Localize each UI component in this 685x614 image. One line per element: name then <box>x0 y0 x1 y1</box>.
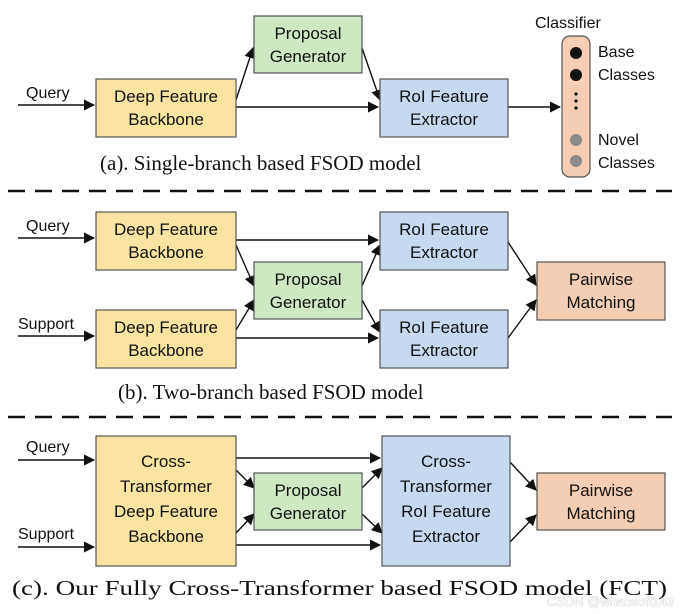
caption-a: (a). Single-branch based FSOD model <box>100 151 422 175</box>
arrow-proposal-to-roi-bottom-b <box>361 299 381 333</box>
arrow-proposal-to-roi-top-b <box>361 243 382 287</box>
base-class-dot-2 <box>570 69 582 81</box>
roi-a-line1: RoI Feature <box>399 87 489 106</box>
pairwise-matching-b: Pairwise Matching <box>536 261 666 321</box>
roi-feature-extractor-bottom-b: RoI Feature Extractor <box>379 309 509 369</box>
backbone-q-b-line2: Backbone <box>128 243 204 262</box>
panel-a-connectors <box>18 46 562 113</box>
cross-transformer-roi-extractor-c: Cross- Transformer RoI Feature Extractor <box>381 435 511 567</box>
arrow-backbone-to-proposal-top-c <box>235 469 255 489</box>
arrow-roi-bottom-to-matching-c <box>509 514 537 543</box>
backbone-c-line1: Cross- <box>141 452 191 471</box>
ellipsis-dot-1 <box>574 92 578 96</box>
ellipsis-dot-2 <box>574 99 578 103</box>
arrow-roi-top-to-matching-b <box>507 241 537 286</box>
support-label-c: Support <box>18 526 75 543</box>
ellipsis-dot-3 <box>574 106 578 110</box>
arrow-backbone-s-to-proposal-b <box>235 299 255 331</box>
watermark: CSDN @whaosoft143 <box>547 594 674 609</box>
roi-c-line1: Cross- <box>421 452 471 471</box>
roi-top-b-line1: RoI Feature <box>399 220 489 239</box>
backbone-c-line3: Deep Feature <box>114 502 218 521</box>
roi-bottom-b-line1: RoI Feature <box>399 318 489 337</box>
proposal-generator-c: Proposal Generator <box>253 472 363 531</box>
panel-a: Query Deep Feature Backbone Proposal Gen… <box>18 15 655 178</box>
matching-c-line1: Pairwise <box>569 481 633 500</box>
arrow-proposal-to-roi-bottom-c <box>361 513 383 534</box>
query-label-c: Query <box>26 439 70 456</box>
base-class-dot-1 <box>570 47 582 59</box>
matching-b-line1: Pairwise <box>569 270 633 289</box>
arrow-roi-bottom-to-matching-b <box>507 299 537 339</box>
proposal-a-line1: Proposal <box>274 24 341 43</box>
arrow-backbone-to-proposal-a <box>235 46 256 101</box>
classifier-title: Classifier <box>535 15 601 32</box>
support-label-b: Support <box>18 316 75 333</box>
cross-transformer-backbone-c: Cross- Transformer Deep Feature Backbone <box>95 435 237 567</box>
arrow-proposal-to-roi-top-c <box>361 467 383 489</box>
roi-feature-extractor-a: RoI Feature Extractor <box>379 78 509 138</box>
backbone-c-line4: Backbone <box>128 527 204 546</box>
deep-feature-backbone-query-b: Deep Feature Backbone <box>95 211 237 271</box>
novel-label-line1: Novel <box>598 132 639 149</box>
query-label-a: Query <box>26 85 70 102</box>
query-label-b: Query <box>26 218 70 235</box>
backbone-a-line2: Backbone <box>128 110 204 129</box>
roi-c-line3: RoI Feature <box>401 502 491 521</box>
arrow-backbone-q-to-proposal-b <box>235 244 256 288</box>
matching-b-line2: Matching <box>567 293 636 312</box>
backbone-s-b-line2: Backbone <box>128 341 204 360</box>
novel-class-dot-1 <box>570 134 582 146</box>
panel-b-connectors <box>18 232 537 344</box>
roi-bottom-b-line2: Extractor <box>410 341 478 360</box>
caption-b: (b). Two-branch based FSOD model <box>118 380 424 404</box>
arrow-backbone-to-proposal-bottom-c <box>235 513 255 534</box>
backbone-c-line2: Transformer <box>120 477 212 496</box>
pairwise-matching-c: Pairwise Matching <box>536 472 666 531</box>
roi-c-line2: Transformer <box>400 477 492 496</box>
deep-feature-backbone-a: Deep Feature Backbone <box>95 78 237 138</box>
deep-feature-backbone-support-b: Deep Feature Backbone <box>95 309 237 369</box>
panel-c-connectors <box>18 452 537 553</box>
proposal-b-line2: Generator <box>270 293 347 312</box>
roi-feature-extractor-top-b: RoI Feature Extractor <box>379 211 509 271</box>
backbone-s-b-line1: Deep Feature <box>114 318 218 337</box>
arrow-proposal-to-roi-a <box>361 47 382 102</box>
panel-b: Query Support Deep Feature Backbone Deep… <box>18 211 666 404</box>
novel-label-line2: Classes <box>598 155 655 172</box>
classifier-column <box>561 35 591 178</box>
novel-class-dot-2 <box>570 155 582 167</box>
base-label-line1: Base <box>598 44 635 61</box>
arrow-roi-top-to-matching-c <box>509 461 537 491</box>
proposal-generator-b: Proposal Generator <box>253 261 363 320</box>
panel-c: Query Support Cross- Transformer Deep Fe… <box>12 435 667 600</box>
roi-a-line2: Extractor <box>410 110 478 129</box>
roi-top-b-line2: Extractor <box>410 243 478 262</box>
proposal-c-line2: Generator <box>270 504 347 523</box>
proposal-b-line1: Proposal <box>274 270 341 289</box>
proposal-generator-a: Proposal Generator <box>253 15 363 74</box>
base-label-line2: Classes <box>598 67 655 84</box>
proposal-c-line1: Proposal <box>274 481 341 500</box>
roi-c-line4: Extractor <box>412 527 480 546</box>
proposal-a-line2: Generator <box>270 47 347 66</box>
backbone-q-b-line1: Deep Feature <box>114 220 218 239</box>
matching-c-line2: Matching <box>567 504 636 523</box>
backbone-a-line1: Deep Feature <box>114 87 218 106</box>
caption-c: (c). Our Fully Cross-Transformer based F… <box>12 576 667 600</box>
